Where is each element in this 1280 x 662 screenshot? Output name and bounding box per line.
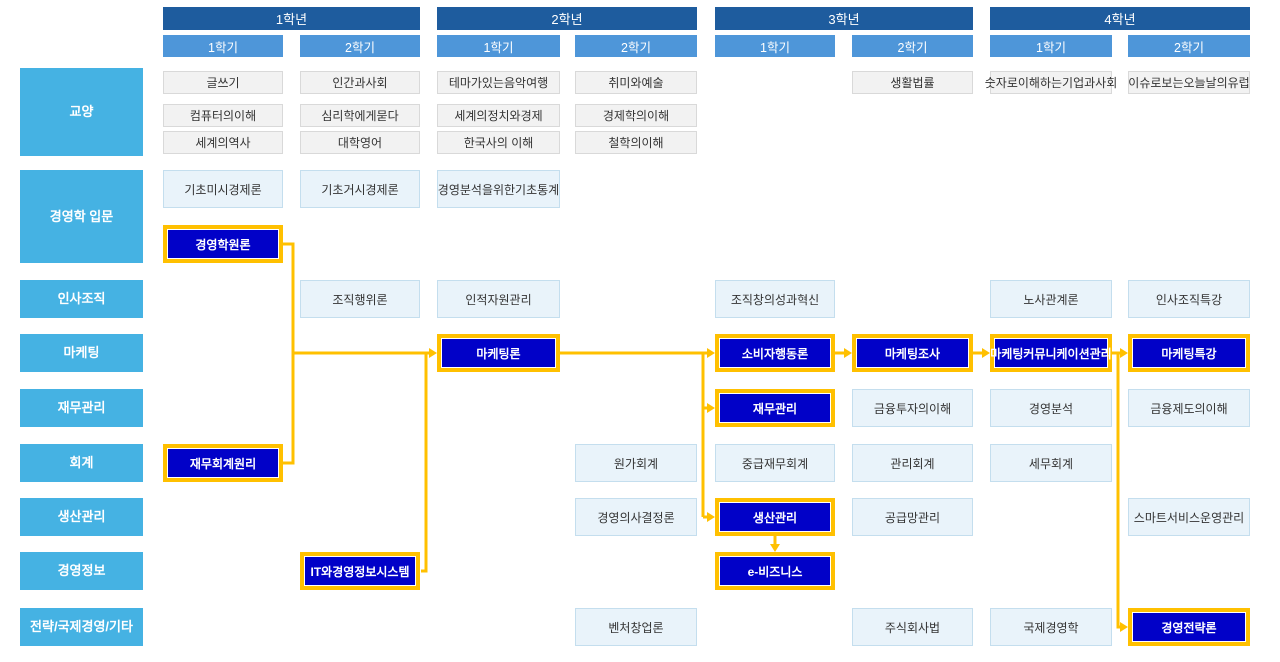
course-box: 경영분석을위한기초통계 xyxy=(437,170,560,208)
connector-principles-spine xyxy=(283,242,295,465)
course-box: 원가회계 xyxy=(575,444,697,482)
course-box-highlighted: 경영학원론 xyxy=(163,225,283,263)
course-box: 조직행위론 xyxy=(300,280,420,318)
course-box: 이슈로보는오늘날의유럽 xyxy=(1128,71,1250,94)
course-box: 기초거시경제론 xyxy=(300,170,420,208)
course-box: 세무회계 xyxy=(990,444,1112,482)
category-strategy: 전략/국제경영/기타 xyxy=(20,608,143,646)
course-box: 취미와예술 xyxy=(575,71,697,94)
course-box: 조직창의성과혁신 xyxy=(715,280,835,318)
course-box: 노사관계론 xyxy=(990,280,1112,318)
arrow-into-production xyxy=(707,512,715,522)
course-box: 경영분석 xyxy=(990,389,1112,427)
semester-header-4-1: 1학기 xyxy=(990,35,1112,57)
semester-header-2-2: 2학기 xyxy=(575,35,697,57)
course-box: 대학영어 xyxy=(300,131,420,154)
semester-header-1-2: 2학기 xyxy=(300,35,420,57)
year-header-1: 1학년 xyxy=(163,7,420,30)
connector-to-mis xyxy=(421,353,428,573)
course-box: 한국사의 이해 xyxy=(437,131,560,154)
arrow-into-ebiz xyxy=(770,544,780,552)
arrow-into-marketing xyxy=(429,348,437,358)
course-box: 테마가있는음악여행 xyxy=(437,71,560,94)
category-intro-business: 경영학 입문 xyxy=(20,170,143,263)
course-box: 중급재무회계 xyxy=(715,444,835,482)
semester-header-1-1: 1학기 xyxy=(163,35,283,57)
semester-header-3-1: 1학기 xyxy=(715,35,835,57)
arrow-into-comm xyxy=(982,348,990,358)
course-box: 인간과사회 xyxy=(300,71,420,94)
course-box: 숫자로이해하는기업과사회 xyxy=(985,71,1117,94)
arrow-into-special xyxy=(1120,348,1128,358)
course-box: 기초미시경제론 xyxy=(163,170,283,208)
arrow-into-finance xyxy=(707,403,715,413)
course-box: 인적자원관리 xyxy=(437,280,560,318)
course-box: 공급망관리 xyxy=(852,498,973,536)
category-production: 생산관리 xyxy=(20,498,143,536)
course-box-highlighted: IT와경영정보시스템 xyxy=(300,552,420,590)
category-finance: 재무관리 xyxy=(20,389,143,427)
course-box-highlighted: 마케팅조사 xyxy=(852,334,973,372)
category-marketing: 마케팅 xyxy=(20,334,143,372)
connector-to-strategy xyxy=(1116,353,1121,629)
arrow-into-strategy xyxy=(1120,622,1128,632)
category-mis: 경영정보 xyxy=(20,552,143,590)
course-box-highlighted: 마케팅커뮤니케이션관리 xyxy=(990,334,1112,372)
course-box: 인사조직특강 xyxy=(1128,280,1250,318)
course-box: 금융제도의이해 xyxy=(1128,389,1250,427)
course-box: 경제학의이해 xyxy=(575,104,697,127)
course-box: 세계의정치와경제 xyxy=(437,104,560,127)
category-hr-organization: 인사조직 xyxy=(20,280,143,318)
course-box: 컴퓨터의이해 xyxy=(163,104,283,127)
course-box: 심리학에게묻다 xyxy=(300,104,420,127)
course-box: 국제경영학 xyxy=(990,608,1112,646)
course-box: 벤처창업론 xyxy=(575,608,697,646)
year-header-4: 4학년 xyxy=(990,7,1250,30)
year-header-2: 2학년 xyxy=(437,7,697,30)
semester-header-3-2: 2학기 xyxy=(852,35,973,57)
course-box-highlighted: e-비즈니스 xyxy=(715,552,835,590)
course-box: 세계의역사 xyxy=(163,131,283,154)
semester-header-2-1: 1학기 xyxy=(437,35,560,57)
course-box: 철학의이해 xyxy=(575,131,697,154)
course-box-highlighted: 마케팅특강 xyxy=(1128,334,1250,372)
course-box-highlighted: 경영전략론 xyxy=(1128,608,1250,646)
course-box-highlighted: 소비자행동론 xyxy=(715,334,835,372)
course-box-highlighted: 마케팅론 xyxy=(437,334,560,372)
course-box: 생활법률 xyxy=(852,71,973,94)
course-box: 금융투자의이해 xyxy=(852,389,973,427)
course-box-highlighted: 재무회계원리 xyxy=(163,444,283,482)
semester-header-4-2: 2학기 xyxy=(1128,35,1250,57)
course-box: 경영의사결정론 xyxy=(575,498,697,536)
arrow-into-consumer xyxy=(707,348,715,358)
category-liberal-arts: 교양 xyxy=(20,68,143,156)
course-box-highlighted: 생산관리 xyxy=(715,498,835,536)
year-header-3: 3학년 xyxy=(715,7,973,30)
category-accounting: 회계 xyxy=(20,444,143,482)
arrow-into-research xyxy=(844,348,852,358)
course-box: 스마트서비스운영관리 xyxy=(1128,498,1250,536)
course-box: 주식회사법 xyxy=(852,608,973,646)
course-box: 글쓰기 xyxy=(163,71,283,94)
course-box-highlighted: 재무관리 xyxy=(715,389,835,427)
course-box: 관리회계 xyxy=(852,444,973,482)
